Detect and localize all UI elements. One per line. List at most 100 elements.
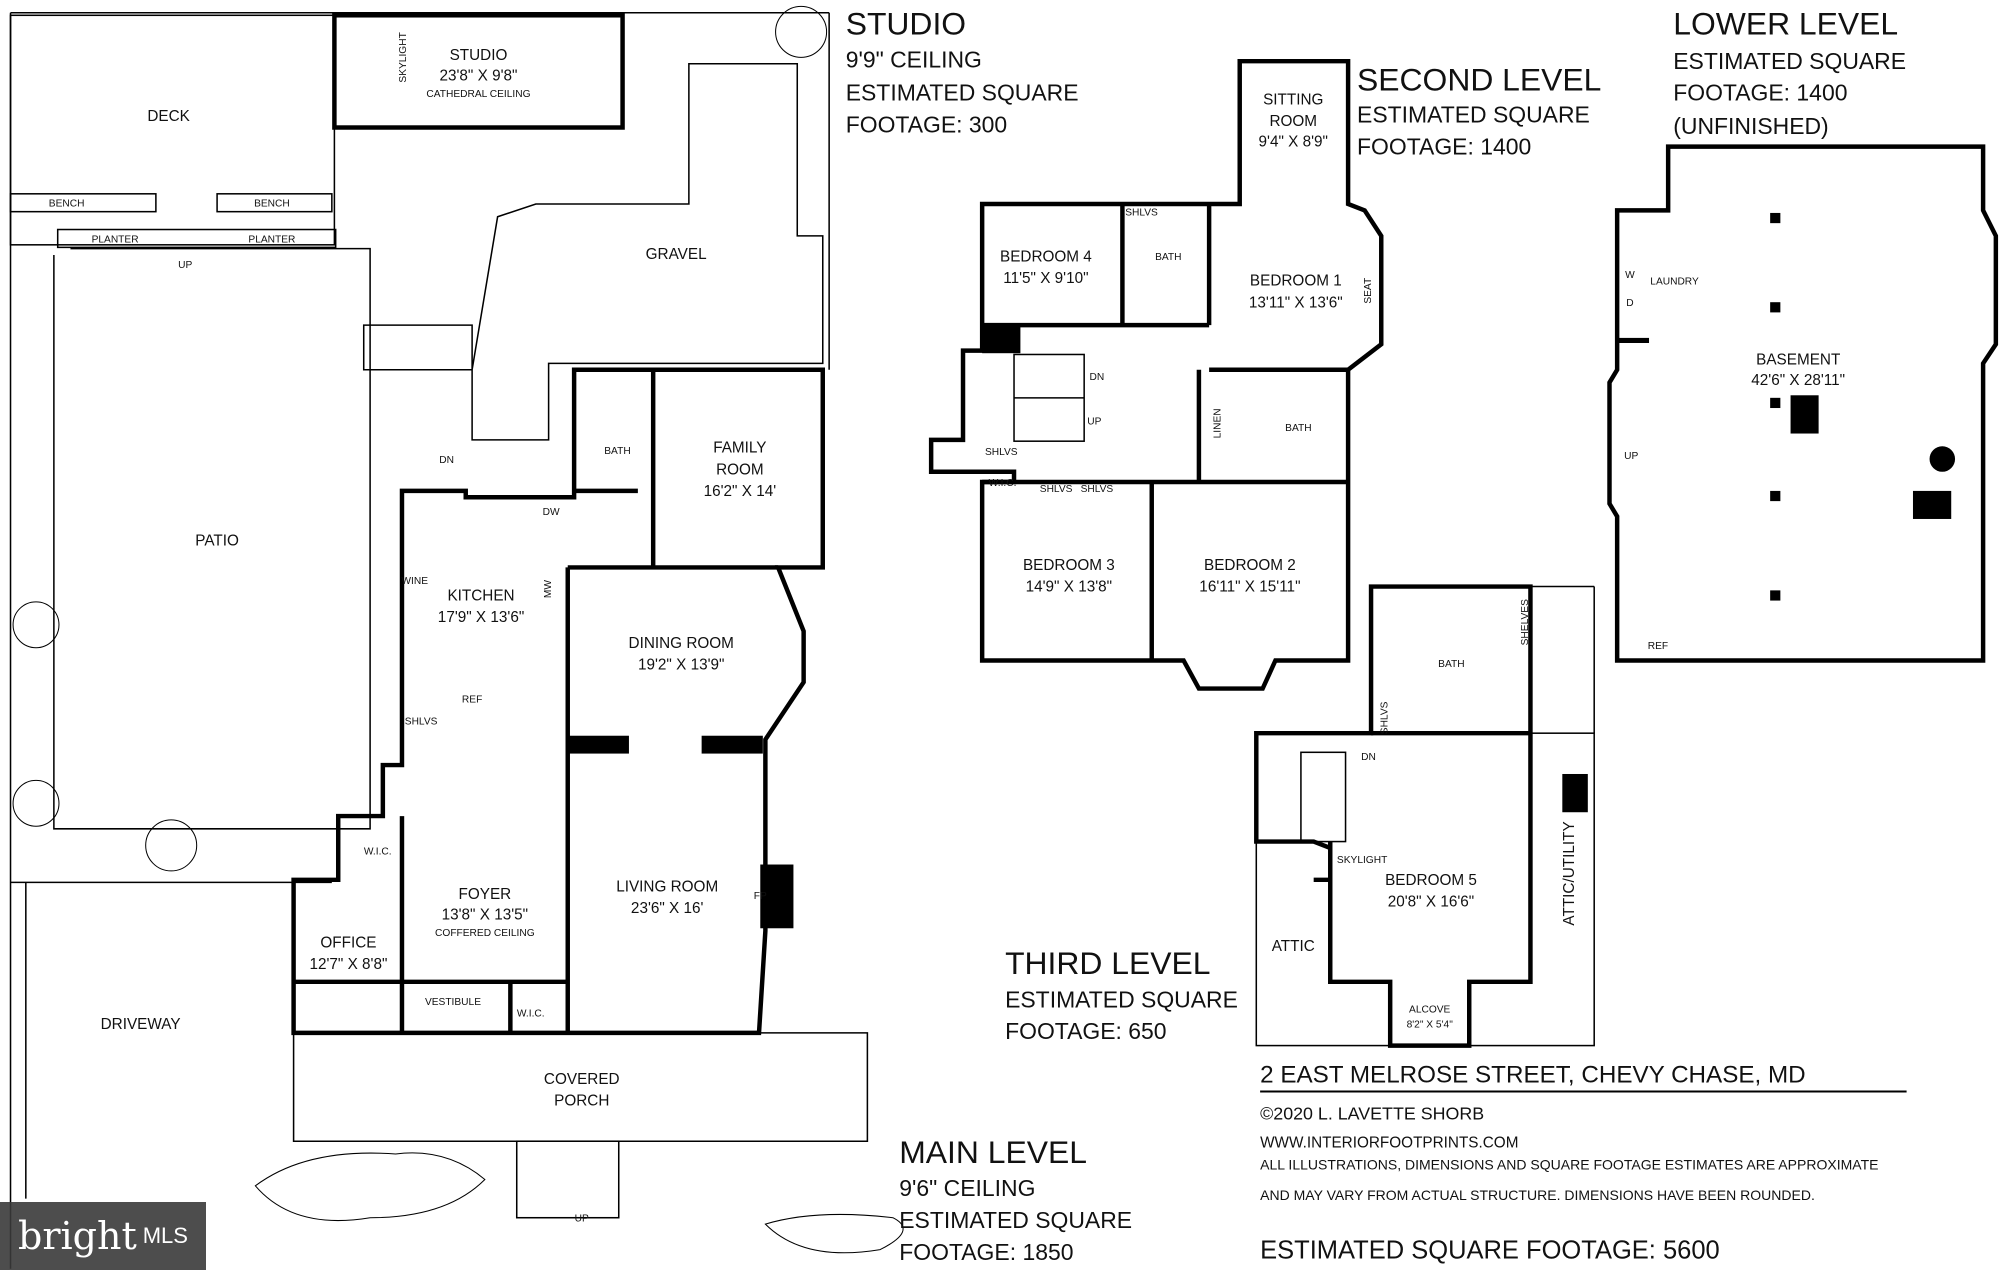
second-level-heading: SECOND LEVEL ESTIMATED SQUARE FOOTAGE: 1… [1357,62,1601,160]
studio-name: STUDIO [450,47,508,64]
up-label: UP [1624,451,1638,462]
shlvs-label: SHLVS [985,447,1018,458]
shrub [254,1152,486,1222]
family-room-name2: ROOM [716,461,764,478]
main-level-line: 9'6" CEILING [899,1175,1035,1201]
dn-label: DN [1090,372,1105,383]
patio-border [53,247,371,830]
ref-label: REF [1648,641,1668,652]
bath-label: BATH [1285,423,1311,434]
studio-building [332,13,625,130]
main-level-line: ESTIMATED SQUARE [899,1207,1132,1233]
dn-label: DN [439,455,454,466]
main-level-title: MAIN LEVEL [899,1134,1087,1170]
wic-label: W.I.C. [364,846,392,857]
up-label: UP [1087,417,1101,428]
foyer-note: COFFERED CEILING [435,928,535,939]
stairs-third [1300,751,1347,843]
skylight-label: SKYLIGHT [1337,855,1387,866]
family-room-name: FAMILY [713,440,766,457]
bedroom2-dims: 16'11" X 15'11" [1199,579,1300,596]
total-square-footage: ESTIMATED SQUARE FOOTAGE: 5600 [1260,1237,1720,1265]
mw-label: MW [543,580,554,598]
washer-label: W [1625,270,1635,281]
bath-label: BATH [604,446,630,457]
wine-label: WINE [401,576,428,587]
up-label: UP [575,1214,589,1225]
planter-strip [56,228,337,249]
dining-room-name: DINING ROOM [629,635,734,652]
studio-dims: 23'8" X 9'8" [440,67,518,84]
bedroom5-name: BEDROOM 5 [1385,872,1477,889]
bath-label: BATH [1438,659,1464,670]
bright-mls-watermark: bright MLS [0,1202,206,1270]
tree [12,601,60,649]
lower-level-line: ESTIMATED SQUARE [1673,48,1906,74]
lower-level-line: (UNFINISHED) [1673,113,1828,139]
third-level-labels: BATH SHELVES SHLVS DN SKYLIGHT BEDROOM 5… [1272,599,1578,1031]
studio-line: ESTIMATED SQUARE [846,80,1079,106]
dryer-label: D [1626,298,1633,309]
seat-label: SEAT [1363,278,1374,304]
deck [9,14,336,246]
third-level-heading: THIRD LEVEL ESTIMATED SQUARE FOOTAGE: 65… [1005,945,1238,1044]
lower-level-plan [1607,144,1999,663]
studio-note: CATHEDRAL CEILING [426,89,530,100]
living-room-dims: 23'6" X 16' [631,900,704,917]
family-room-dims: 16'2" X 14' [704,483,777,500]
basement-dims: 42'6" X 28'11" [1751,372,1845,389]
kitchen-dims: 17'9" X 13'6" [438,609,524,626]
covered-porch [292,1032,869,1142]
bedroom4-name: BEDROOM 4 [1000,248,1092,265]
disclaimer-line: ALL ILLUSTRATIONS, DIMENSIONS AND SQUARE… [1260,1156,1878,1172]
planter-label: PLANTER [92,234,139,245]
porch-name: COVERED [544,1071,620,1088]
dn-label: DN [1361,752,1376,763]
disclaimer-line: AND MAY VARY FROM ACTUAL STRUCTURE. DIME… [1260,1187,1815,1203]
main-level-heading: MAIN LEVEL 9'6" CEILING ESTIMATED SQUARE… [899,1134,1132,1265]
second-level-plan [928,58,1384,691]
alcove-dims: 8'2" X 5'4" [1407,1020,1454,1031]
shlvs-label: SHLVS [405,716,438,727]
sitting-room-dims: 9'4" X 8'9" [1259,134,1328,151]
bedroom2-name: BEDROOM 2 [1204,557,1296,574]
shlvs-label: SHLVS [1380,701,1391,734]
shlvs-label: SHLVS [1040,484,1073,495]
living-room-name: LIVING ROOM [616,878,718,895]
third-level-title: THIRD LEVEL [1005,945,1210,981]
third-level-line: ESTIMATED SQUARE [1005,986,1238,1012]
copyright: ©2020 L. LAVETTE SHORB [1260,1104,1484,1124]
vestibule-label: VESTIBULE [425,997,481,1008]
skylight-label: SKYLIGHT [398,32,409,82]
wic-label: W.I.C. [517,1008,545,1019]
shelves-label: SHELVES [1520,599,1531,645]
bath-label: BATH [1155,252,1181,263]
planter-label: PLANTER [248,234,295,245]
foyer-dims: 13'8" X 13'5" [442,906,528,923]
attic-utility-label: ATTIC/UTILITY [1561,821,1578,925]
second-level-line: ESTIMATED SQUARE [1357,101,1590,127]
stairs-second [1013,353,1085,442]
sitting-room-name2: ROOM [1269,113,1317,130]
main-level-plan [9,5,904,1269]
laundry-label: LAUNDRY [1650,276,1699,287]
office-dims: 12'7" X 8'8" [309,956,387,973]
wic-label: W.I.C. [989,478,1017,489]
linen-label: LINEN [1213,408,1224,438]
watermark-brand: bright [18,1214,137,1258]
ref-label: REF [462,695,482,706]
up-label: UP [178,260,192,271]
office-name: OFFICE [320,934,376,951]
bedroom4-dims: 11'5" X 9'10" [1003,270,1088,287]
studio-line: FOOTAGE: 300 [846,112,1007,138]
alcove-name: ALCOVE [1409,1004,1451,1015]
deck-label: DECK [147,108,190,125]
bench-label: BENCH [254,199,290,210]
basement-name: BASEMENT [1756,352,1840,369]
main-level-labels: STUDIO 23'8" X 9'8" CATHEDRAL CEILING SK… [49,32,776,1224]
fp-label: FP [754,891,767,902]
gravel-label: GRAVEL [646,246,707,263]
bench-label: BENCH [49,199,85,210]
shlvs-label: SHLVS [1125,207,1158,218]
